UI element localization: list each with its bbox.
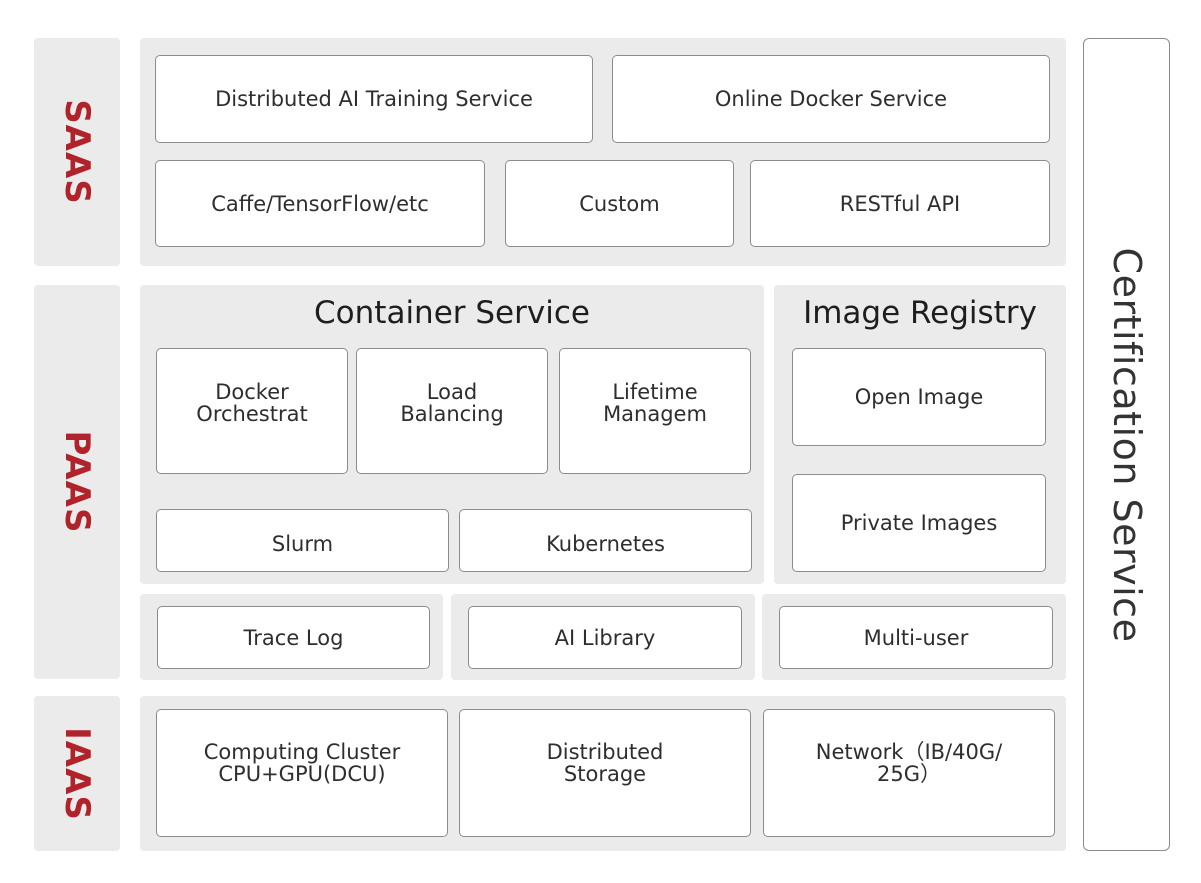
multi-user-box: Multi-user	[779, 606, 1053, 669]
load-balancing-box: Load Balancing	[356, 348, 548, 474]
slurm-box: Slurm	[156, 509, 449, 572]
restful-api-label: RESTful API	[839, 191, 961, 216]
computing-cluster-label: Computing Cluster CPU+GPU(DCU)	[203, 740, 401, 786]
private-images-box: Private Images	[792, 474, 1046, 572]
iaas-layer-label-panel: IAAS	[34, 696, 120, 851]
distributed-storage-box: Distributed Storage	[459, 709, 751, 837]
docker-orchestrat-box: Docker Orchestrat	[156, 348, 348, 474]
online-docker-service-box: Online Docker Service	[612, 55, 1050, 143]
lifetime-managem-label: Lifetime Managem	[603, 380, 707, 426]
ai-library-box: AI Library	[468, 606, 742, 669]
restful-api-box: RESTful API	[750, 160, 1050, 247]
saas-layer-label-panel: SAAS	[34, 38, 120, 266]
network-label: Network（IB/40G/ 25G）	[815, 740, 1003, 786]
slurm-label: Slurm	[271, 531, 334, 556]
docker-orchestrat-label: Docker Orchestrat	[196, 380, 308, 426]
trace-log-label: Trace Log	[243, 625, 344, 650]
multi-user-label: Multi-user	[863, 625, 969, 650]
frameworks-box: Caffe/TensorFlow/etc	[155, 160, 485, 247]
custom-label: Custom	[579, 191, 660, 216]
computing-cluster-box: Computing Cluster CPU+GPU(DCU)	[156, 709, 448, 837]
open-image-box: Open Image	[792, 348, 1046, 446]
distributed-storage-label: Distributed Storage	[546, 740, 664, 786]
paas-layer-label: PAAS	[57, 430, 97, 534]
trace-log-box: Trace Log	[157, 606, 430, 669]
container-service-title: Container Service	[314, 295, 590, 331]
open-image-label: Open Image	[854, 385, 984, 409]
paas-layer-label-panel: PAAS	[34, 285, 120, 679]
image-registry-title: Image Registry	[803, 295, 1037, 331]
ai-library-label: AI Library	[554, 625, 656, 650]
private-images-label: Private Images	[840, 511, 998, 535]
online-docker-service-label: Online Docker Service	[714, 87, 948, 111]
network-box: Network（IB/40G/ 25G）	[763, 709, 1055, 837]
frameworks-label: Caffe/TensorFlow/etc	[211, 191, 429, 216]
lifetime-managem-box: Lifetime Managem	[559, 348, 751, 474]
kubernetes-box: Kubernetes	[459, 509, 752, 572]
distributed-ai-training-service-label: Distributed AI Training Service	[215, 87, 533, 111]
custom-box: Custom	[505, 160, 734, 247]
load-balancing-label: Load Balancing	[400, 380, 504, 426]
certification-service-label: Certification Service	[1104, 247, 1149, 642]
saas-layer-label: SAAS	[57, 99, 97, 205]
distributed-ai-training-service-box: Distributed AI Training Service	[155, 55, 593, 143]
kubernetes-label: Kubernetes	[546, 531, 665, 556]
iaas-layer-label: IAAS	[57, 726, 97, 821]
certification-service-panel: Certification Service	[1083, 38, 1170, 851]
